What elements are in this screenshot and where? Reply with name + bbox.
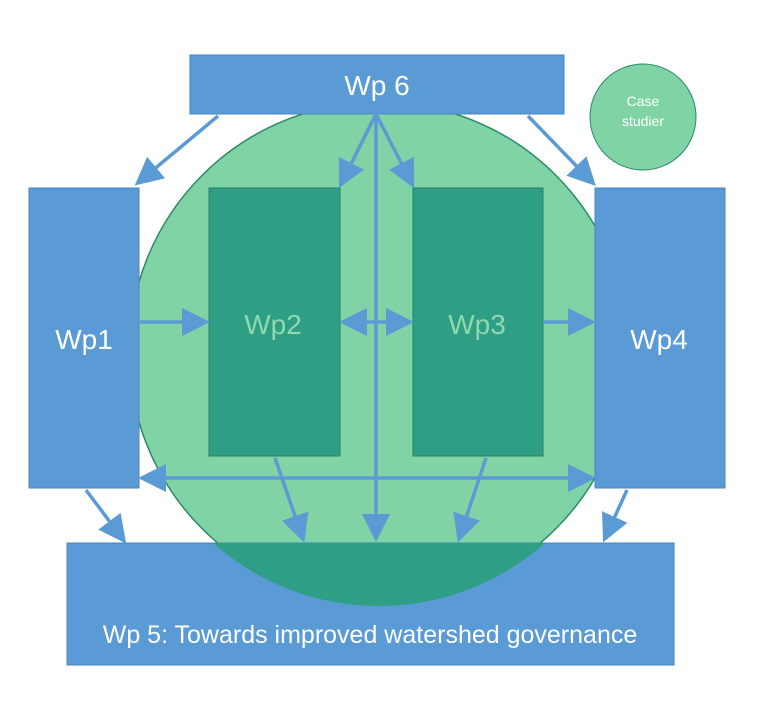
arrow-wp4-to-wp5 bbox=[601, 489, 629, 543]
wp4-label: Wp4 bbox=[630, 324, 688, 355]
wp5-circle-overlap bbox=[213, 543, 545, 607]
wp3-box bbox=[412, 187, 544, 457]
case-studies-legend-label-2: studier bbox=[622, 113, 664, 129]
arrow-wp2-to-wp5 bbox=[273, 457, 309, 543]
wp2-box bbox=[208, 187, 341, 457]
wp3-label: Wp3 bbox=[448, 309, 506, 340]
arrow-wp1-to-wp5 bbox=[84, 488, 127, 544]
arrow-wp6-to-wp3 bbox=[374, 113, 415, 189]
wp2-label: Wp2 bbox=[244, 309, 302, 340]
case-studies-circle bbox=[128, 101, 630, 603]
case-studies-legend-label-1: Case bbox=[627, 93, 660, 109]
wp4-box bbox=[594, 187, 726, 489]
arrow-wp6-to-wp2 bbox=[338, 113, 378, 189]
wp1-label: Wp1 bbox=[55, 324, 113, 355]
wp6-label: Wp 6 bbox=[344, 70, 409, 101]
arrow-wp3-to-wp5 bbox=[453, 457, 488, 543]
arrow-wp6-to-wp4 bbox=[526, 114, 596, 187]
case-studies-legend-circle bbox=[589, 63, 697, 171]
wp5-label: Wp 5: Towards improved watershed governa… bbox=[103, 621, 638, 649]
arrow-wp6-to-wp1 bbox=[134, 114, 220, 186]
wp1-box bbox=[28, 187, 140, 489]
